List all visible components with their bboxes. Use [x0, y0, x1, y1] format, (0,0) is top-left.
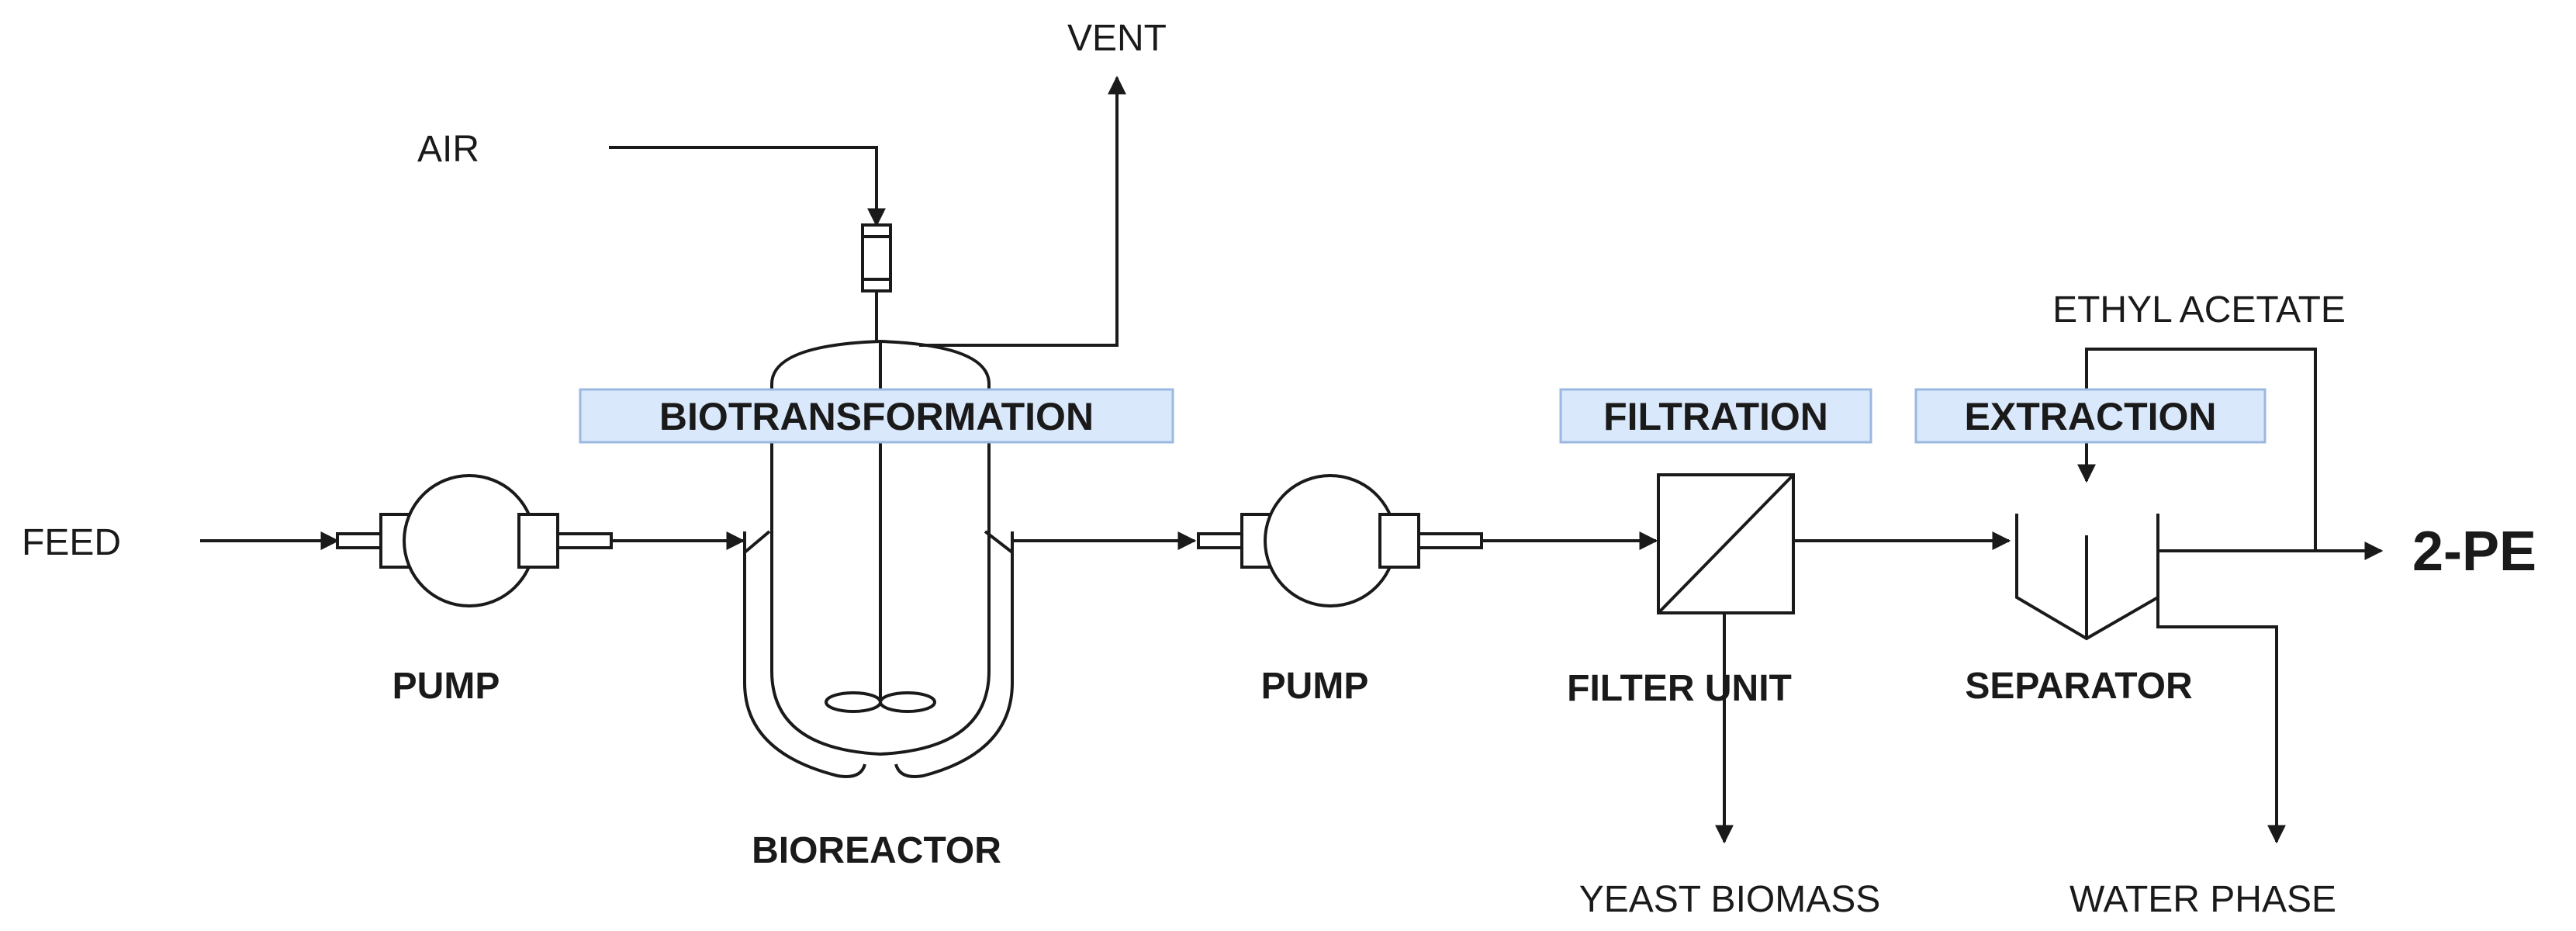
filter-unit-label: FILTER UNIT	[1567, 668, 1792, 709]
bioreactor	[743, 339, 1014, 778]
section-biotransformation: BIOTRANSFORMATION	[579, 388, 1174, 444]
air-filter	[861, 223, 892, 292]
feed-label: FEED	[22, 522, 121, 563]
pump-2	[1197, 474, 1483, 607]
ethyl-acetate-line	[2077, 348, 2317, 551]
separator	[2015, 514, 2159, 641]
filter-unit	[1657, 473, 1795, 614]
bioreactor-label: BIOREACTOR	[752, 830, 1001, 871]
water-phase-line	[2156, 597, 2286, 844]
product-label: 2-PE	[2412, 521, 2536, 583]
air-line	[609, 146, 886, 227]
pump-2-label: PUMP	[1261, 666, 1369, 707]
separator-label: SEPARATOR	[1965, 666, 2192, 707]
vent-line	[919, 75, 1126, 347]
section-extraction-label: EXTRACTION	[1965, 395, 2217, 438]
section-biotransformation-label: BIOTRANSFORMATION	[659, 395, 1094, 438]
pump-1-label: PUMP	[392, 666, 500, 707]
vent-label: VENT	[1067, 18, 1167, 59]
section-extraction: EXTRACTION	[1914, 388, 2267, 444]
ethyl-acetate-label: ETHYL ACETATE	[2052, 289, 2346, 331]
yeast-biomass-label: YEAST BIOMASS	[1579, 879, 1881, 920]
section-filtration-label: FILTRATION	[1603, 395, 1828, 438]
pump-1	[336, 474, 613, 607]
section-filtration: FILTRATION	[1559, 388, 1872, 444]
water-phase-label: WATER PHASE	[2069, 879, 2336, 920]
air-label: AIR	[417, 129, 479, 170]
